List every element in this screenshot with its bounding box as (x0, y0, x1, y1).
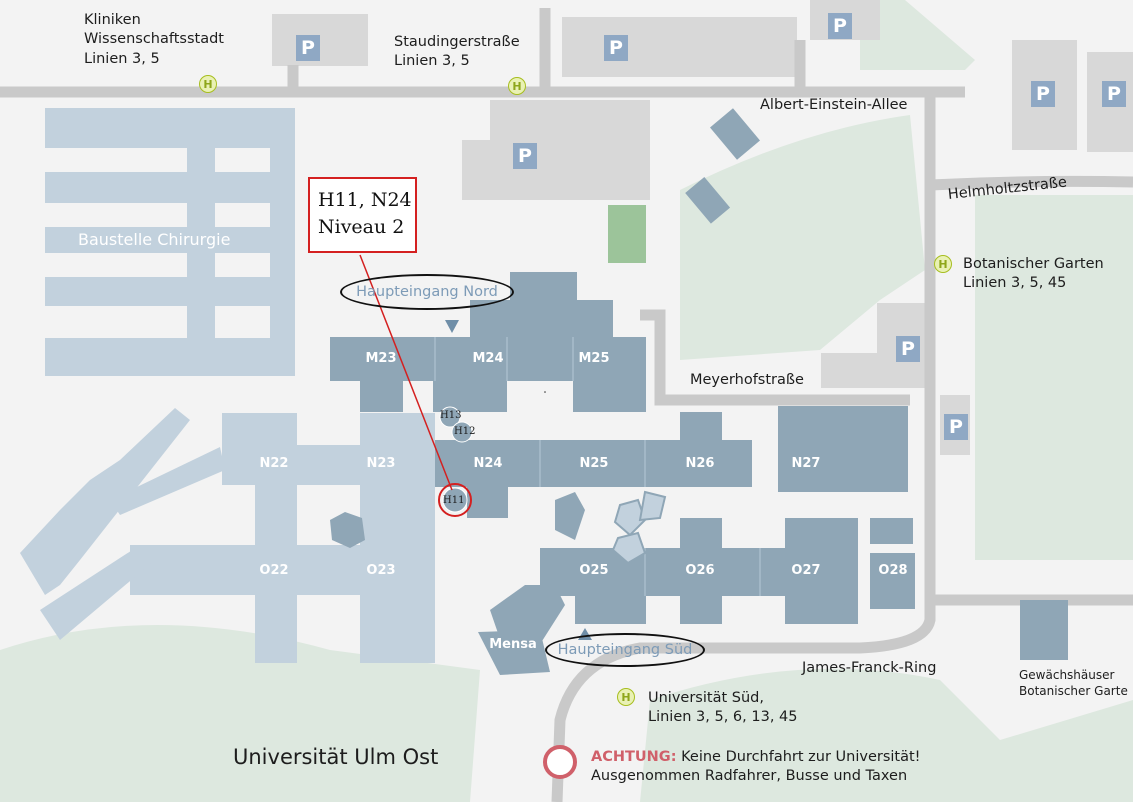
stop-staudinger-lines: Linien 3, 5 (394, 53, 470, 69)
construction-site-cutouts (45, 148, 270, 338)
notice: ACHTUNG: Keine Durchfahrt zur Universitä… (591, 748, 920, 767)
entrance-sued[interactable]: Haupteingang Süd (545, 633, 705, 667)
courtyard-shapes (611, 490, 667, 565)
notice-line-2: Ausgenommen Radfahrer, Busse und Taxen (591, 768, 908, 784)
parking-icon: P (513, 143, 537, 169)
building-label[interactable]: O28 (878, 563, 908, 578)
building-label[interactable]: M23 (365, 351, 397, 366)
callout-line-2: Niveau 2 (318, 216, 405, 238)
stop-staudinger-name: Staudingerstraße (394, 34, 520, 50)
building-label[interactable]: N22 (259, 456, 289, 471)
courtyard-shapes-dark (330, 492, 845, 620)
building-label[interactable]: N26 (685, 456, 715, 471)
h11-highlight[interactable] (438, 483, 472, 517)
entrance-nord-marker (445, 320, 459, 333)
bus-stop-icon: H (617, 688, 635, 706)
building-label[interactable]: M25 (578, 351, 610, 366)
stop-uni-sued-lines: Linien 3, 5, 6, 13, 45 (648, 709, 798, 725)
stop-kliniken-name: Kliniken (84, 12, 141, 28)
parking-icon: P (944, 414, 968, 440)
campus-title: Universität Ulm Ost (233, 745, 439, 769)
building-label[interactable]: N23 (366, 456, 396, 471)
location-callout: H11, N24 Niveau 2 (308, 177, 417, 253)
light-buildings (20, 408, 435, 663)
stop-uni-sued-name: Universität Süd, (648, 690, 764, 706)
building-label[interactable]: N27 (791, 456, 821, 471)
street-james-franck: James-Franck-Ring (802, 660, 937, 676)
notice-title: ACHTUNG: (591, 749, 677, 765)
room-label-h11[interactable]: H11 (443, 495, 465, 506)
warning-ring-icon (543, 745, 577, 779)
building-label[interactable]: Mensa (489, 637, 537, 652)
building-label[interactable]: O23 (366, 563, 396, 578)
stop-kliniken-sub: Wissenschaftsstadt (84, 31, 224, 47)
building-label[interactable]: O26 (685, 563, 715, 578)
callout-line-1: H11, N24 (318, 189, 412, 211)
area-gewaechshaeuser: Gewächshäuser (1019, 668, 1115, 682)
parking-icon: P (828, 13, 852, 39)
notice-line-1: Keine Durchfahrt zur Universität! (681, 749, 921, 765)
building-label[interactable]: O22 (259, 563, 289, 578)
sports-field (608, 205, 646, 263)
room-label-h12[interactable]: H12 (454, 426, 476, 437)
bus-stop-icon: H (199, 75, 217, 93)
building-label[interactable]: M24 (472, 351, 504, 366)
lecture-halls (439, 406, 473, 513)
street-albert-einstein: Albert-Einstein-Allee (760, 97, 908, 113)
area-baustelle: Baustelle Chirurgie (78, 230, 231, 249)
stop-botanischer-lines: Linien 3, 5, 45 (963, 275, 1067, 291)
stop-botanischer-name: Botanischer Garten (963, 256, 1104, 272)
entrance-nord[interactable]: Haupteingang Nord (340, 274, 514, 310)
parking-icon: P (1031, 81, 1055, 107)
parking-icon: P (1102, 81, 1126, 107)
bus-stop-icon: H (934, 255, 952, 273)
building-label[interactable]: O27 (791, 563, 821, 578)
building-label[interactable]: N24 (473, 456, 503, 471)
parking-icon: P (296, 35, 320, 61)
building-label[interactable]: N25 (579, 456, 609, 471)
bus-stop-icon: H (508, 77, 526, 95)
parking-icon: P (896, 336, 920, 362)
dark-buildings (330, 108, 1068, 675)
room-label-h13[interactable]: H13 (440, 410, 462, 421)
street-meyerhof: Meyerhofstraße (690, 372, 804, 388)
building-dividers (434, 337, 761, 596)
building-label[interactable]: O25 (579, 563, 609, 578)
parking-icon: P (604, 35, 628, 61)
stop-kliniken-lines: Linien 3, 5 (84, 51, 160, 67)
area-botanischer-garten: Botanischer Garte (1019, 684, 1128, 698)
